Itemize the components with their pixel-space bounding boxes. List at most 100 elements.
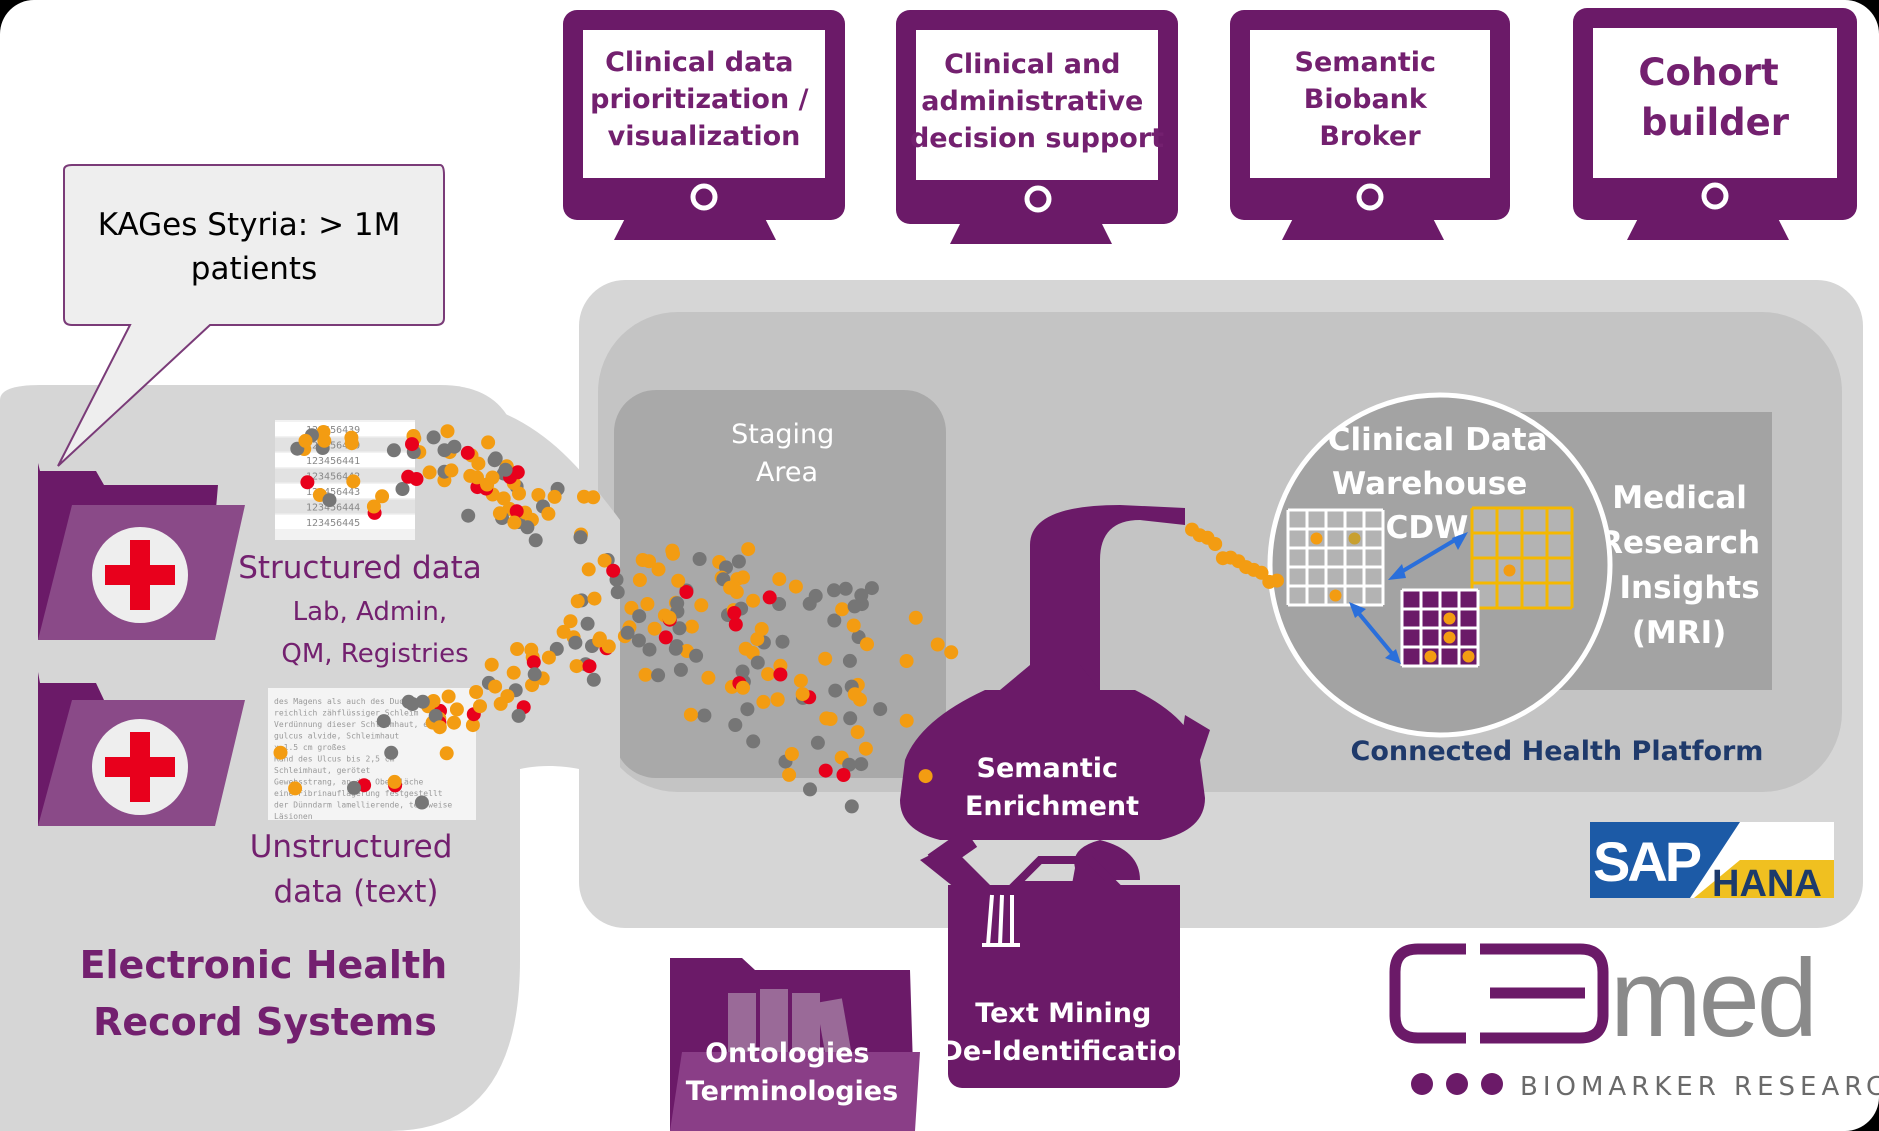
cdw-table-grid (1286, 508, 1385, 607)
cdw-table-grid (1400, 588, 1480, 668)
data-flow-dots (273, 424, 1284, 814)
monitor-cohort-builder: Cohort builder (1573, 8, 1857, 240)
double-arrow-icon (1394, 535, 1462, 577)
text-mining-label: Text Mining De-Identification (940, 998, 1195, 1067)
cdw-table-grid (1470, 506, 1574, 610)
table-id-cell: 123456439 (306, 425, 360, 436)
staging-area-label-line: Area (756, 457, 818, 488)
cdw-label-line: Warehouse (1332, 466, 1527, 502)
unstructured-data-label-line: data (text) (273, 874, 438, 910)
connected-health-platform-label: Connected Health Platform (1351, 736, 1764, 767)
table-id-cell: 123456441 (306, 456, 360, 467)
ehr-title: Electronic Health Record Systems (80, 943, 461, 1044)
power-button-icon (1356, 183, 1384, 211)
cbmed-c-glyph (1389, 943, 1466, 1044)
power-button-icon (690, 183, 718, 211)
cdw-grids (1286, 506, 1574, 668)
text-snippet-line: Läsionen (274, 812, 313, 821)
monitor-label: Cohort builder (1638, 51, 1791, 144)
monitor-decision-support: Clinical and administrative decision sup… (896, 10, 1178, 244)
structured-data-subtitle: Lab, Admin, QM, Registries (281, 597, 468, 669)
semantic-enrichment-label-line: Enrichment (965, 791, 1139, 822)
callout-text-line: KAGes Styria: > 1M (98, 207, 401, 243)
table-id-cell: 123456443 (306, 487, 360, 498)
monitor-label-line: administrative (921, 86, 1143, 117)
double-arrow-icon (1354, 608, 1397, 659)
ehr-folder-icon (38, 672, 245, 826)
power-button-icon (1024, 185, 1052, 213)
cbmed-b-glyph (1480, 943, 1609, 1044)
monitor-label-line: Clinical and (944, 49, 1120, 80)
ehr-title-line: Electronic Health (80, 943, 448, 987)
semantic-enrichment-label: Semantic Enrichment (965, 753, 1139, 822)
sap-hana-logo: SAP HANA (1590, 822, 1834, 905)
mri-label-line: Medical (1612, 480, 1747, 516)
hana-wordmark: HANA (1712, 863, 1822, 905)
text-snippet-line: der Dünndarm lamellierende, teilweise (274, 801, 452, 810)
unstructured-text-thumbnail: des Magens als auch des Duodenums reichli… (268, 688, 476, 821)
monitor-label: Clinical data prioritization / visualiza… (590, 47, 818, 152)
cdw-circle (1267, 392, 1613, 738)
monitor-label-line: Biobank (1304, 84, 1428, 115)
monitor-semantic-biobank-broker: Semantic Biobank Broker (1230, 10, 1510, 240)
text-snippet-line: Rand des Ulcus bis 2,5 cm (274, 755, 395, 764)
patients-callout (57, 164, 445, 467)
monitor-label-line: decision support (910, 123, 1164, 154)
cdw-label: Clinical Data Warehouse CDW (1328, 422, 1559, 546)
text-snippet-line: x 1.5 cm großes (274, 743, 346, 752)
text-snippet-line: Gewebsstrang, an der Oberfläche (274, 778, 423, 787)
text-mining-label-line: Text Mining (975, 998, 1151, 1029)
monitor-clinical-data-prioritization: Clinical data prioritization / visualiza… (563, 10, 845, 240)
monitor-label: Clinical and administrative decision sup… (910, 49, 1164, 154)
unstructured-data-label-line: Unstructured (250, 829, 453, 865)
text-mining-label-line: De-Identification (940, 1036, 1195, 1067)
monitor-label-line: Broker (1319, 121, 1421, 152)
ontologies-label-line: Terminologies (686, 1076, 898, 1107)
ontologies-label: Ontologies Terminologies (686, 1038, 898, 1107)
table-id-cell: 123456442 (306, 472, 360, 483)
monitor-label-line: builder (1641, 101, 1790, 144)
ehr-folder-icon (38, 463, 245, 640)
structured-data-subtitle-line: QM, Registries (281, 639, 468, 669)
semantic-enrichment-label-line: Semantic (977, 753, 1119, 784)
table-id-cell: 123456445 (306, 518, 360, 529)
text-snippet-line: Verdünnung dieser Schleimhaut, ein (274, 720, 438, 729)
staging-area-label-line: Staging (731, 419, 834, 450)
monitor-label-line: visualization (608, 121, 801, 152)
enrichment-funnel: Semantic Enrichment Text Mining De-Ident… (900, 505, 1210, 1088)
ontologies-folder-icon: Ontologies Terminologies (670, 958, 920, 1131)
text-snippet-line: gulcus alvide, Schleimhaut (274, 732, 399, 741)
structured-data-subtitle-line: Lab, Admin, (293, 597, 448, 627)
cbmed-logo: med BIOMARKER RESEARCH (1389, 937, 1879, 1102)
table-id-cell: 123456440 (306, 441, 360, 452)
fork-icon (982, 894, 1020, 947)
text-snippet-line: reichlich zähflüssiger Schleim (274, 709, 419, 718)
cbmed-med-glyph: med (1610, 937, 1815, 1060)
monitor-label-line: Cohort (1638, 51, 1778, 94)
cdw-label-line: Clinical Data (1328, 422, 1548, 458)
structured-data-title: Structured data (238, 550, 482, 586)
monitor-label-line: Semantic (1295, 47, 1437, 78)
power-button-icon (1701, 182, 1729, 210)
text-snippet-line: Schleimhaut, gerötet (274, 766, 371, 775)
monitor-label-line: prioritization / (590, 84, 808, 115)
mri-label-line: (MRI) (1632, 615, 1727, 651)
ontologies-label-line: Ontologies (705, 1038, 869, 1069)
sap-wordmark: SAP (1593, 830, 1701, 893)
monitor-label: Semantic Biobank Broker (1295, 47, 1446, 152)
monitor-label-line: Clinical data (605, 47, 793, 78)
toolbox-handle (1005, 856, 1125, 889)
mri-label-line: Insights (1619, 570, 1759, 606)
structured-data-thumbnail: 123456439 123456440 123456441 123456442 1234… (275, 420, 415, 540)
cbmed-tagline: BIOMARKER RESEARCH (1520, 1072, 1879, 1102)
staging-area-label: Staging Area (731, 419, 843, 488)
text-snippet-line: des Magens als auch des Duodenums (274, 697, 433, 706)
unstructured-data-label: Unstructured data (text) (250, 829, 463, 910)
cdw-arrows (1349, 532, 1468, 664)
text-snippet-line: eine Fibrinauflagerung festgestellt (274, 789, 443, 798)
ehr-title-line: Record Systems (93, 1000, 437, 1044)
callout-text: KAGes Styria: > 1M patients (98, 207, 411, 287)
mri-label: Medical Research Insights (MRI) (1599, 480, 1771, 651)
mri-label-line: Research (1599, 525, 1760, 561)
